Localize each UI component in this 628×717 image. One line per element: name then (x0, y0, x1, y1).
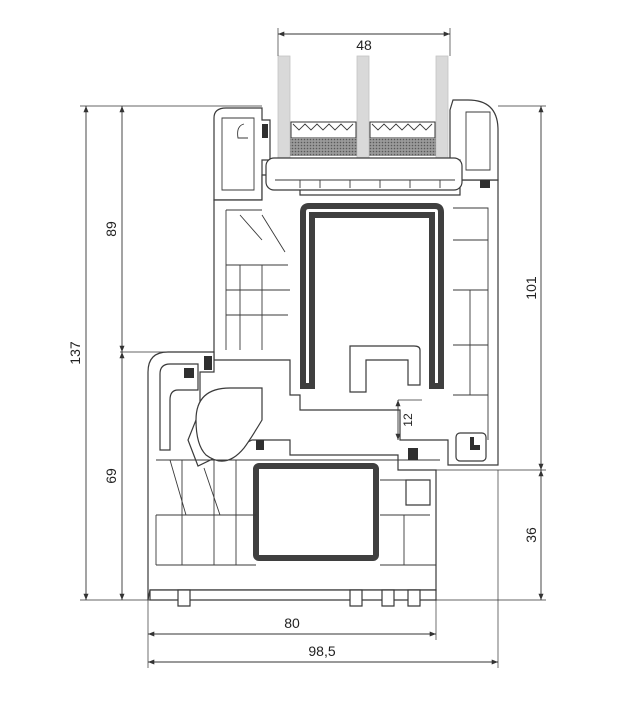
dim-frame-depth: 80 (284, 615, 300, 631)
dim-total-depth: 98,5 (308, 643, 335, 659)
sash-profile (213, 99, 499, 466)
dim-sash-height: 89 (103, 221, 119, 237)
dim-glass-width: 48 (356, 37, 372, 53)
glass-pane-middle (356, 55, 370, 159)
glass-pane-outer (277, 55, 291, 159)
glass-pane-inner (435, 55, 449, 159)
sealant-1 (290, 138, 357, 156)
dimension-labels: 48 137 89 69 101 36 12 80 98,5 (67, 37, 539, 659)
dim-frame-right: 36 (523, 527, 539, 543)
dim-rebate-gap: 12 (401, 413, 415, 427)
frame-profile (147, 351, 440, 607)
dim-frame-height: 69 (103, 468, 119, 484)
dim-total-height: 137 (67, 341, 83, 365)
dim-sash-depth: 101 (523, 276, 539, 300)
dimension-lines (80, 28, 546, 668)
glazing-unit (277, 55, 449, 159)
sealant-2 (369, 138, 436, 156)
